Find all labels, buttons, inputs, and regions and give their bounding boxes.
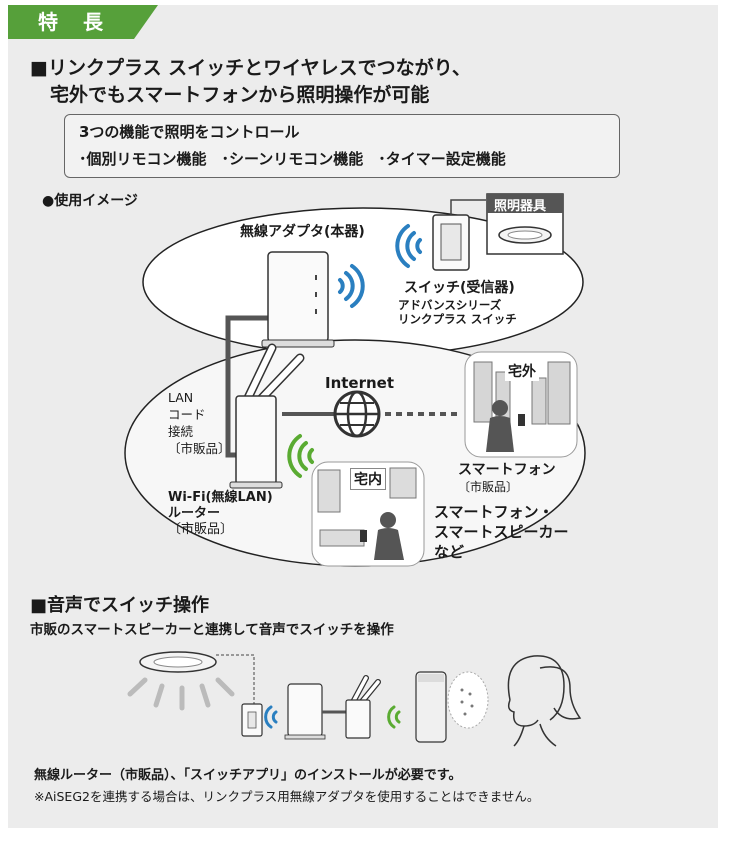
small-router-icon xyxy=(345,675,381,739)
switch-receiver-device xyxy=(432,214,470,271)
internet-label: Internet xyxy=(325,374,395,392)
small-switch-icon xyxy=(241,703,263,737)
lan-label-line-1: LAN xyxy=(168,390,194,405)
section-tag: 特 長 xyxy=(8,5,158,39)
devices-label-line-1: スマートフォン・ xyxy=(434,503,554,521)
router-label-line-2: ルーター xyxy=(168,506,221,521)
adapter-wifi-icon xyxy=(338,264,365,308)
feature-box-title: 3つの機能で照明をコントロール xyxy=(79,123,300,141)
light-fixture-box xyxy=(486,193,564,255)
speech-bubble-icon xyxy=(447,671,489,729)
router-label: Wi-Fi(無線LAN) ルーター 〔市販品〕 xyxy=(168,490,273,538)
phone-label: スマートフォン xyxy=(458,462,556,478)
voice-subheading: 市販のスマートスピーカーと連携して音声でスイッチを操作 xyxy=(30,622,394,638)
router-device xyxy=(229,343,305,489)
devices-label-line-3: など xyxy=(434,543,465,561)
smart-speaker-icon xyxy=(415,671,447,743)
switch-wifi-icon xyxy=(395,224,422,268)
fixture-label: 照明器具 xyxy=(494,199,547,214)
feature-box: 3つの機能で照明をコントロール ･個別リモコン機能 ･シーンリモコン機能 ･タイ… xyxy=(64,114,620,178)
woman-face-illustration xyxy=(507,655,582,747)
lan-label-line-3: 接続 xyxy=(168,424,194,439)
inside-label: 宅内 xyxy=(350,468,386,490)
note-line-1: 無線ルーター（市販品）、「スイッチアプリ」のインストールが必要です。 xyxy=(34,768,462,783)
devices-label: スマートフォン・ スマートスピーカー など xyxy=(434,502,569,562)
outside-scene xyxy=(464,351,578,458)
switch-sub-2: リンクプラス スイッチ xyxy=(398,312,517,326)
small-switch-wifi-icon xyxy=(264,705,278,729)
lan-label-line-4: 〔市販品〕 xyxy=(168,441,231,456)
outside-label: 宅外 xyxy=(505,361,539,381)
lan-cable-label: LAN コード 接続 〔市販品〕 xyxy=(168,389,231,457)
voice-heading: ■音声でスイッチ操作 xyxy=(30,595,210,616)
note-line-2: ※AiSEG2を連携する場合は、リンクプラス用無線アダプタを使用することはできま… xyxy=(34,789,540,804)
small-adapter-icon xyxy=(284,683,326,740)
small-router-wifi-icon xyxy=(387,705,401,729)
lan-cable xyxy=(225,315,270,458)
switch-label: スイッチ(受信器) xyxy=(404,280,515,296)
switch-sub-1: アドバンスシリーズ xyxy=(398,298,502,312)
adapter-label: 無線アダプタ(本器) xyxy=(240,224,365,240)
usage-label: ●使用イメージ xyxy=(42,193,138,209)
router-label-line-3: 〔市販品〕 xyxy=(168,522,234,537)
heading-line-1: ■リンクプラス スイッチとワイヤレスでつながり、 xyxy=(30,57,471,79)
devices-label-line-2: スマートスピーカー xyxy=(434,523,569,541)
feature-box-items: ･個別リモコン機能 ･シーンリモコン機能 ･タイマー設定機能 xyxy=(79,150,506,168)
router-label-line-1: Wi-Fi(無線LAN) xyxy=(168,490,273,505)
lan-label-line-2: コード xyxy=(168,407,206,422)
internet-globe-icon xyxy=(282,390,462,438)
ceiling-light-icon xyxy=(127,651,235,711)
phone-sub-label: 〔市販品〕 xyxy=(458,480,519,494)
inside-scene xyxy=(311,461,425,567)
heading-line-2: 宅外でもスマートフォンから照明操作が可能 xyxy=(50,84,430,106)
router-wifi-icon xyxy=(287,434,314,478)
wireless-adapter-device xyxy=(261,251,335,348)
